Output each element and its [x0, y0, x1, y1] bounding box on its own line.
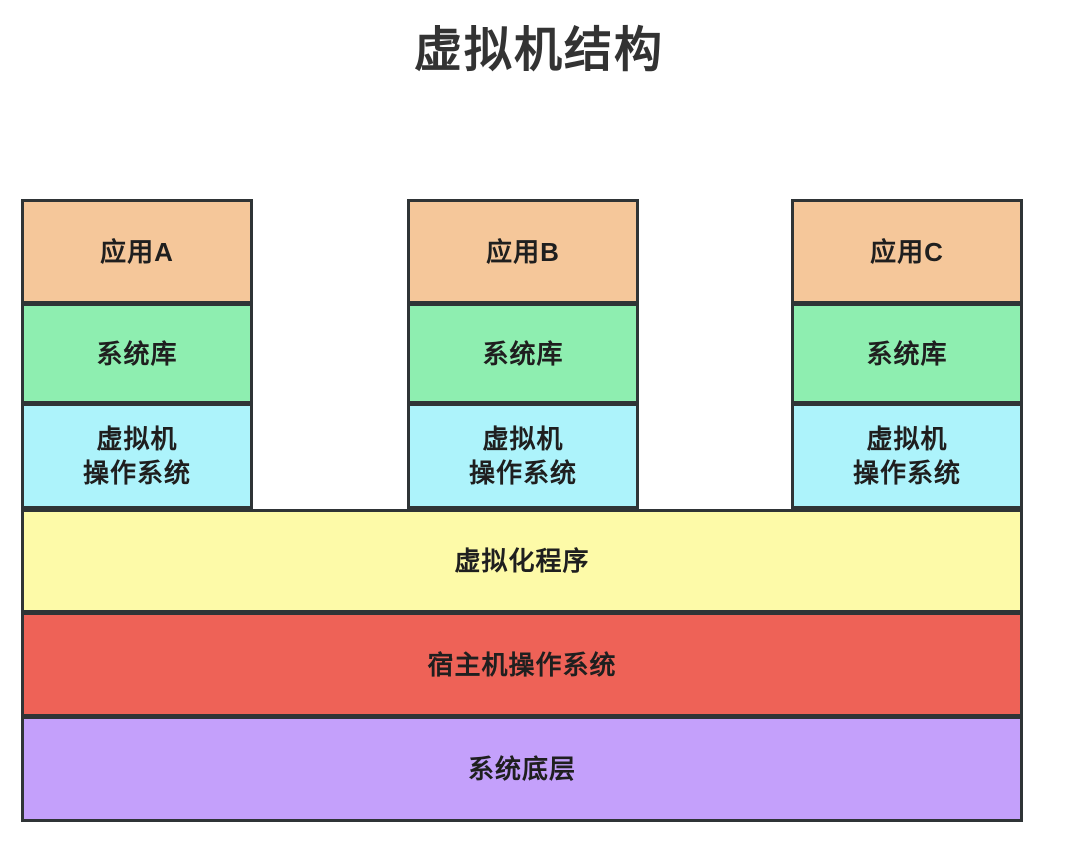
page-title: 虚拟机结构 — [413, 24, 664, 77]
block-application-b: 应用B — [407, 199, 639, 304]
block-system-library-c: 系统库 — [791, 303, 1023, 404]
layer-system-hardware: 系统底层 — [21, 716, 1023, 822]
layer-host-operating-system: 宿主机操作系统 — [21, 612, 1023, 717]
block-application-c: 应用C — [791, 199, 1023, 304]
block-guest-os-a: 虚拟机 操作系统 — [21, 403, 253, 509]
block-application-a: 应用A — [21, 199, 253, 304]
block-system-library-a: 系统库 — [21, 303, 253, 404]
vm-column-a: 应用A 系统库 虚拟机 操作系统 — [21, 199, 253, 509]
block-system-library-b: 系统库 — [407, 303, 639, 404]
layer-hypervisor: 虚拟化程序 — [21, 509, 1023, 613]
vm-architecture-diagram: 应用A 系统库 虚拟机 操作系统 应用B 系统库 虚拟机 操作系统 应用C 系统… — [21, 199, 1023, 823]
block-guest-os-b: 虚拟机 操作系统 — [407, 403, 639, 509]
vm-column-b: 应用B 系统库 虚拟机 操作系统 — [407, 199, 639, 509]
block-guest-os-c: 虚拟机 操作系统 — [791, 403, 1023, 509]
vm-column-c: 应用C 系统库 虚拟机 操作系统 — [791, 199, 1023, 509]
